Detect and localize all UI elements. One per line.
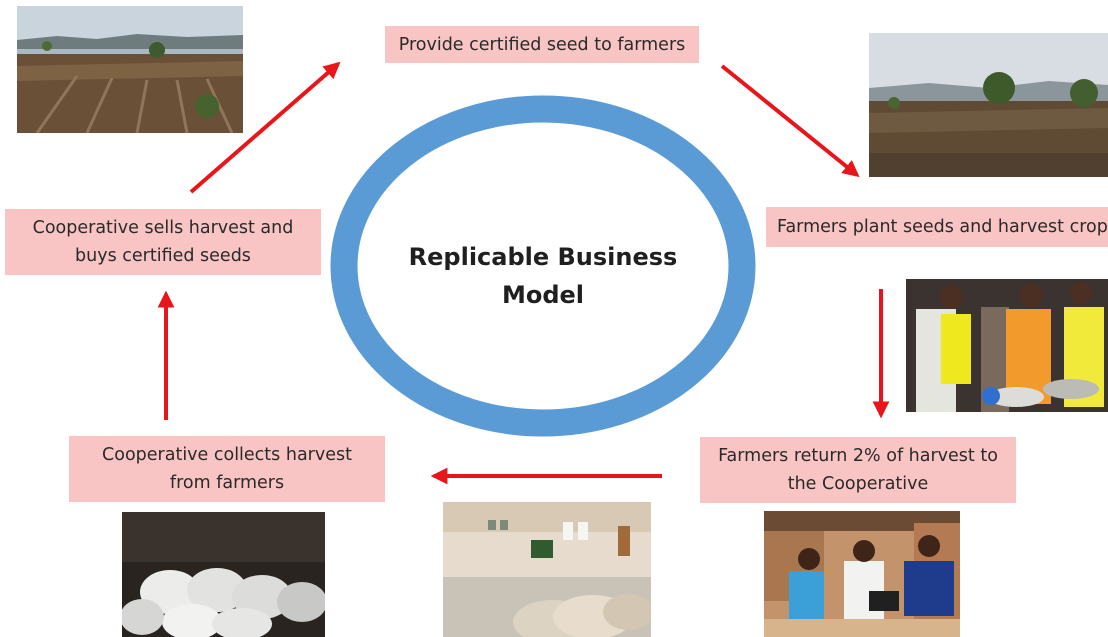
meeting-photo xyxy=(764,511,960,637)
warehouse-photo xyxy=(443,502,651,637)
step-sell-buy: Cooperative sells harvest and buys certi… xyxy=(5,209,321,275)
step-plant-harvest: Farmers plant seeds and harvest crops xyxy=(766,207,1108,247)
field-photo-trees xyxy=(869,33,1108,177)
arrow-provide-to-plant xyxy=(720,64,860,178)
center-title: Replicable Business Model xyxy=(408,243,678,309)
step-collect-harvest: Cooperative collects harvest from farmer… xyxy=(69,436,385,502)
step-provide-seed: Provide certified seed to farmers xyxy=(385,26,699,63)
step-return-harvest: Farmers return 2% of harvest to the Coop… xyxy=(700,437,1016,503)
field-photo-lake xyxy=(17,6,243,133)
grain-sacks-photo xyxy=(122,512,325,637)
farmers-weighing-photo xyxy=(906,279,1108,412)
